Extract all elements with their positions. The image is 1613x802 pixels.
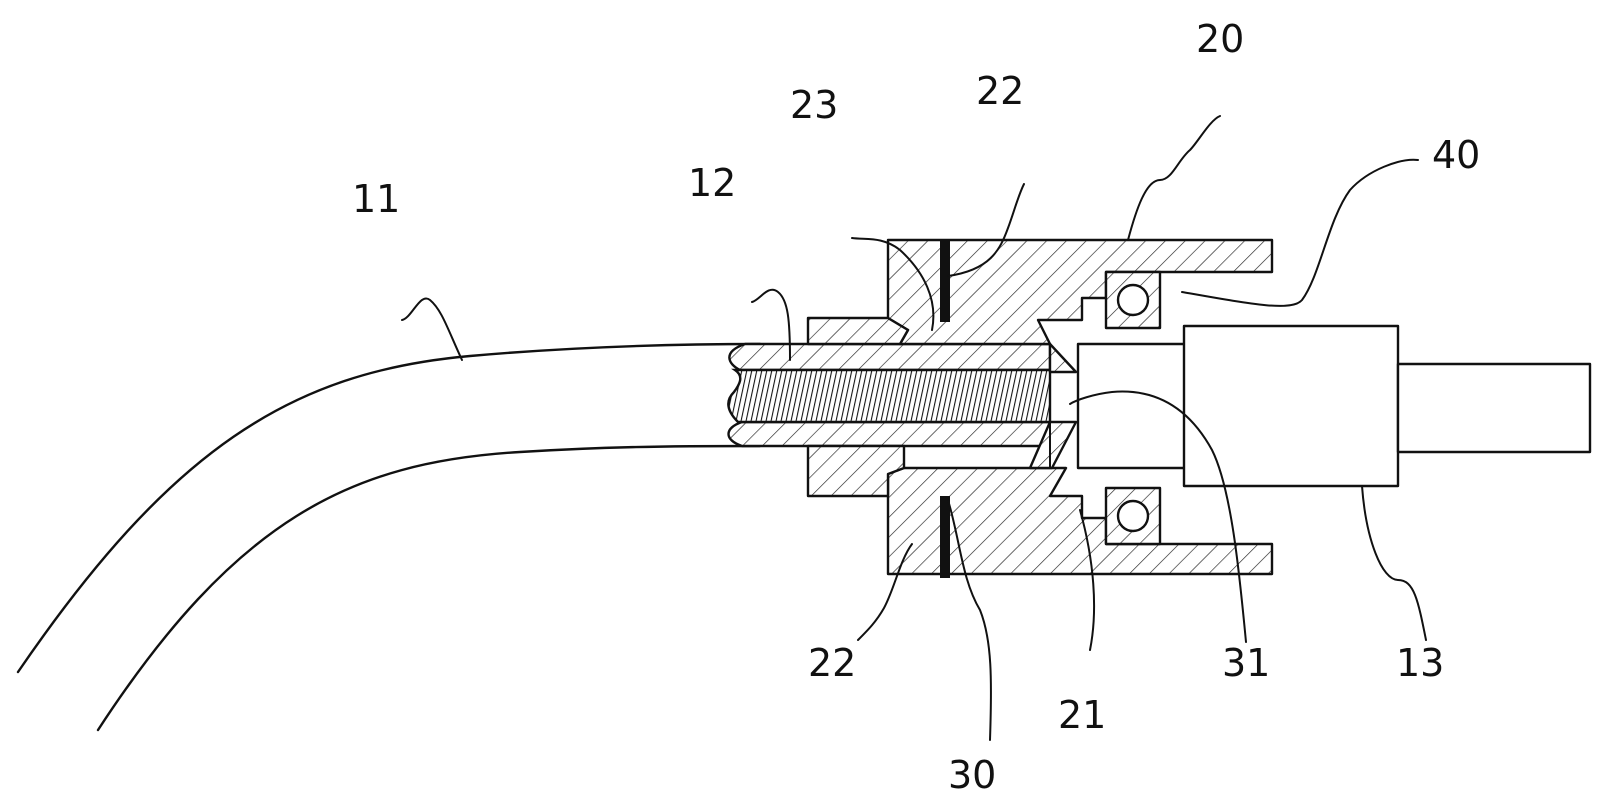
label-joint-face: 31 [1222,641,1270,685]
bearing [1076,270,1190,546]
shaft [1182,324,1592,488]
label-step-bottom: 22 [808,641,856,685]
label-tapered-bore: 21 [1058,693,1106,737]
label-lip: 23 [790,83,838,127]
inner-tube [727,342,1052,448]
housing [806,238,1274,576]
label-hose: 11 [352,177,400,221]
label-bearing: 40 [1432,133,1480,177]
seal-ring-upper [940,240,950,322]
label-shaft: 13 [1396,641,1444,685]
label-housing: 20 [1196,17,1244,61]
label-inner-tube: 12 [688,161,736,205]
hose [16,342,762,732]
seal-ring-lower [940,496,950,578]
leader-lines [401,115,1427,741]
label-seal-ring: 30 [948,753,996,797]
label-step-top: 22 [976,69,1024,113]
reference-labels: 11 12 23 22 20 40 13 31 21 30 22 [352,17,1480,797]
